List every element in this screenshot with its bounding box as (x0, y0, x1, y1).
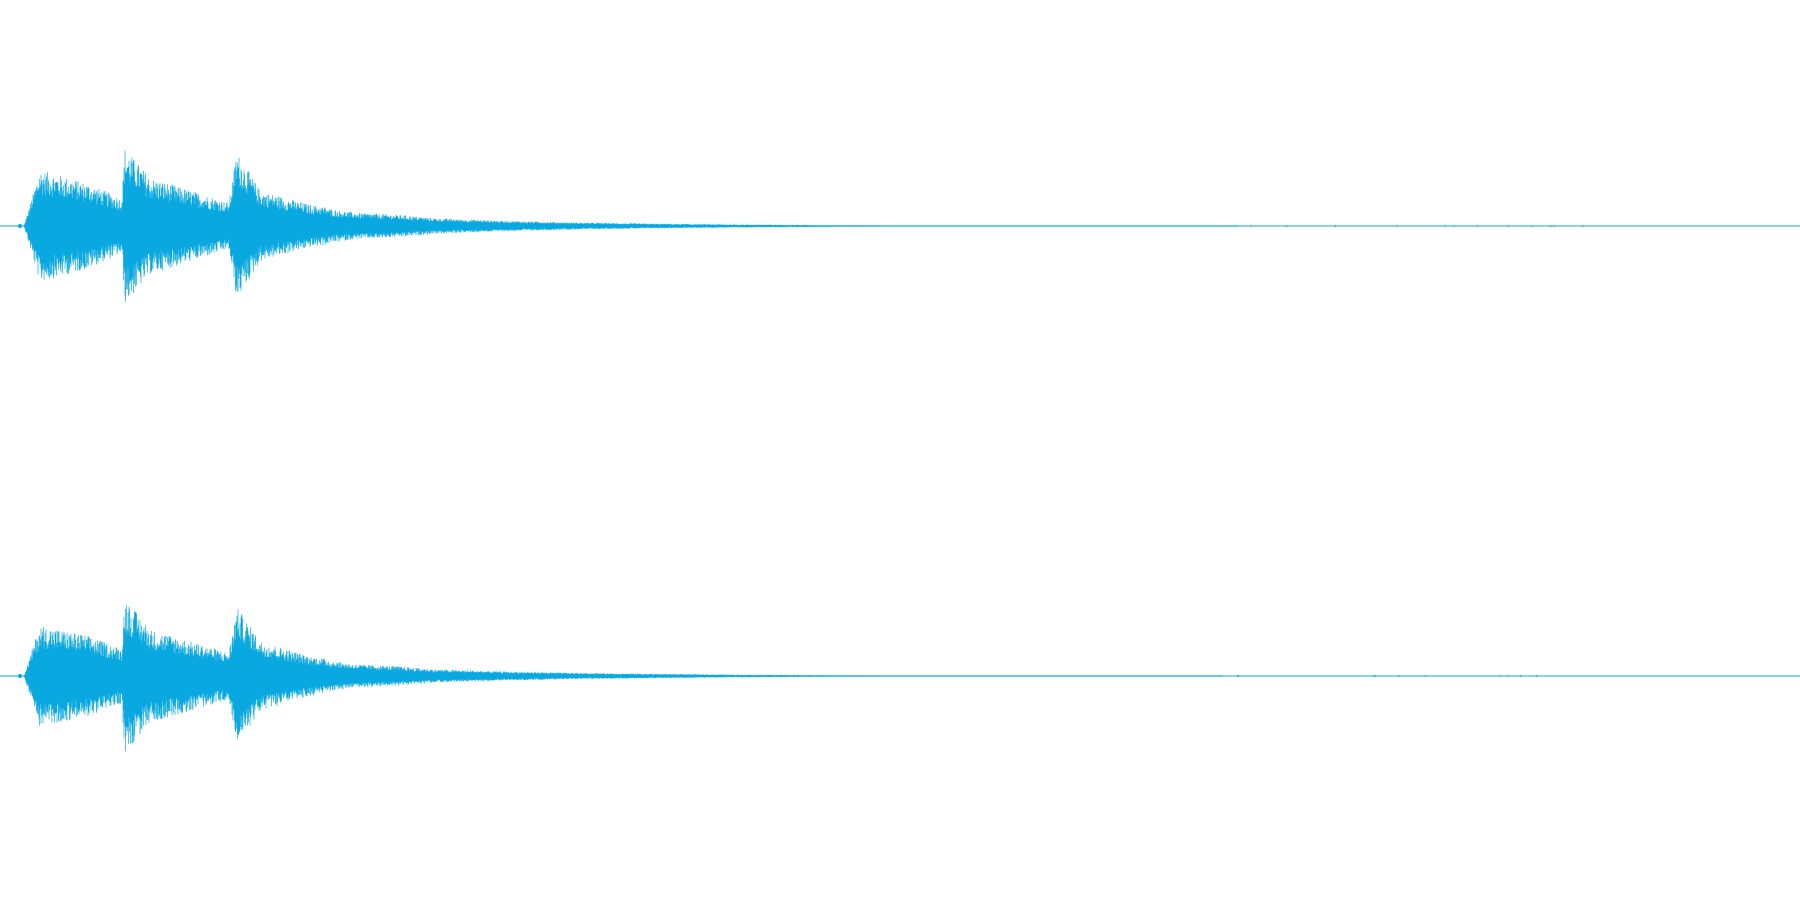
waveform-channel-2[interactable] (0, 605, 1800, 752)
channel-start-marker (18, 224, 22, 228)
waveform-channel-1[interactable] (0, 150, 1800, 302)
waveform-signal (23, 605, 1537, 752)
channel-start-marker (18, 674, 22, 678)
waveform-signal (23, 150, 1584, 302)
